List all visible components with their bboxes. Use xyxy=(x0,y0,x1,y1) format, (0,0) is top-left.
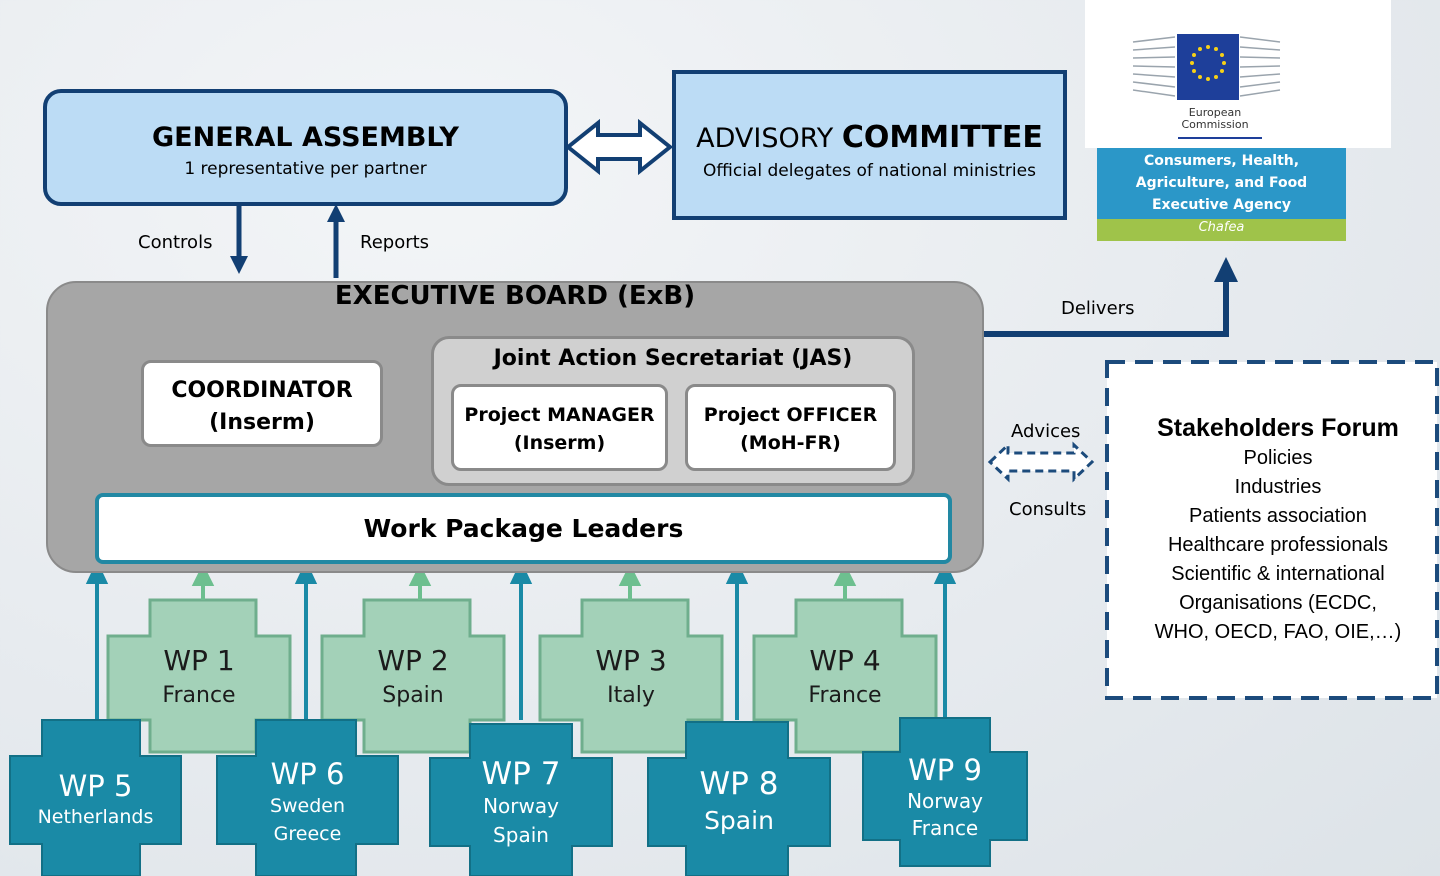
wp4-cross: WP 4 France xyxy=(754,644,936,714)
wp3-country: Italy xyxy=(607,683,655,708)
chafea-band xyxy=(1097,219,1346,241)
stakeholders-title: Stakeholders Forum xyxy=(1157,414,1399,442)
general-assembly-box: GENERAL ASSEMBLY 1 representative per pa… xyxy=(43,89,568,206)
advices-consults-arrow xyxy=(987,441,1095,483)
wp4-label: WP 4 xyxy=(809,644,881,677)
wp9-label: WP 9 xyxy=(908,753,982,787)
advisory-title-part1: ADVISORY xyxy=(696,123,842,154)
wp6-label: WP 6 xyxy=(270,757,345,791)
wp4-country: France xyxy=(808,683,882,708)
wp2-country: Spain xyxy=(382,683,444,708)
wp5-country: Netherlands xyxy=(37,806,154,828)
green-arrows xyxy=(191,563,857,600)
stakeholder-item: Policies xyxy=(1243,447,1313,469)
wp3-cross: WP 3 Italy xyxy=(540,644,722,714)
stakeholders-forum: Stakeholders Forum Policies Industries P… xyxy=(1112,412,1440,647)
project-manager-line2: (Inserm) xyxy=(513,432,606,454)
wp8-country: Spain xyxy=(704,806,774,835)
advisory-committee-subtitle: Official delegates of national ministrie… xyxy=(703,161,1036,181)
wp2-cross: WP 2 Spain xyxy=(322,644,504,714)
blue-crosses xyxy=(9,717,1028,876)
stakeholder-item: Patients association xyxy=(1189,505,1367,527)
advisory-title-part2: COMMITTEE xyxy=(841,120,1043,155)
wp5-label: WP 5 xyxy=(58,769,133,803)
advisory-committee-box: ADVISORY COMMITTEE Official delegates of… xyxy=(672,70,1067,220)
stakeholder-item: Industries xyxy=(1234,476,1322,498)
ec-logo-line1-front: European xyxy=(1188,106,1242,119)
advices-label: Advices xyxy=(1011,421,1081,442)
wp7-country-2: Spain xyxy=(493,823,549,847)
wp8-cross: WP 8 Spain xyxy=(648,765,830,839)
wp7-label: WP 7 xyxy=(481,756,561,792)
wp6-country-1: Sweden xyxy=(269,795,346,817)
chafea-text: Consumers, Health, Agriculture, and Food… xyxy=(1097,150,1346,216)
stakeholder-item: WHO, OECD, FAO, OIE,…) xyxy=(1154,621,1402,643)
stakeholder-item: Organisations (ECDC, xyxy=(1179,592,1377,614)
delivers-label: Delivers xyxy=(1061,298,1135,319)
delivers-arrow xyxy=(984,257,1238,337)
project-manager-box: Project MANAGER (Inserm) xyxy=(451,384,668,471)
wp1-label: WP 1 xyxy=(163,644,235,677)
general-assembly-subtitle: 1 representative per partner xyxy=(184,159,427,179)
controls-arrow xyxy=(230,206,248,274)
chafea-line3: Executive Agency xyxy=(1151,197,1292,213)
coordinator-box: COORDINATOR (Inserm) xyxy=(141,360,383,447)
wp1-cross: WP 1 France xyxy=(108,644,290,714)
wp2-label: WP 2 xyxy=(377,644,449,677)
project-officer-box: Project OFFICER (MoH-FR) xyxy=(685,384,896,471)
eu-flag-icon xyxy=(1177,34,1239,100)
project-officer-line2: (MoH-FR) xyxy=(740,432,841,454)
wp1-country: France xyxy=(162,683,236,708)
project-manager-line1: Project MANAGER xyxy=(464,404,655,426)
wp7-cross: WP 7 Norway Spain xyxy=(430,756,612,850)
wp9-cross: WP 9 Norway France xyxy=(863,752,1027,842)
wp9-country-2: France xyxy=(911,816,979,840)
general-assembly-title: GENERAL ASSEMBLY xyxy=(152,122,459,153)
wp5-cross: WP 5 Netherlands xyxy=(10,768,181,830)
chafea-line1: Consumers, Health, xyxy=(1143,153,1300,169)
stakeholders-box-border xyxy=(1105,360,1439,700)
ec-logo-overlay xyxy=(1132,34,1281,139)
wp3-label: WP 3 xyxy=(595,644,667,677)
coordinator-line2: (Inserm) xyxy=(209,410,315,435)
double-arrow xyxy=(564,118,674,176)
wp6-cross: WP 6 Sweden Greece xyxy=(217,756,398,848)
wp-leader-lines xyxy=(85,560,957,720)
consults-label: Consults xyxy=(1009,499,1087,520)
chafea-subtitle: Chafea xyxy=(1198,220,1245,235)
coordinator-line1: COORDINATOR xyxy=(171,378,353,403)
controls-label: Controls xyxy=(138,232,213,253)
reports-label: Reports xyxy=(360,232,430,253)
ec-logo-line2-front: Commission xyxy=(1181,118,1249,131)
stakeholder-item: Healthcare professionals xyxy=(1167,534,1389,556)
wp7-country-1: Norway xyxy=(483,794,559,818)
executive-board-title: EXECUTIVE BOARD (ExB) xyxy=(334,281,696,311)
advisory-committee-title: ADVISORY COMMITTEE xyxy=(676,120,1063,155)
stakeholder-item: Scientific & international xyxy=(1171,563,1385,585)
project-officer-line1: Project OFFICER xyxy=(703,404,878,426)
reports-arrow xyxy=(327,204,345,278)
wp9-country-1: Norway xyxy=(907,789,983,813)
chafea-line2: Agriculture, and Food xyxy=(1135,175,1308,191)
wp8-label: WP 8 xyxy=(699,766,779,802)
jas-title: Joint Action Secretariat (JAS) xyxy=(493,346,853,371)
ec-logo-text-front: European Commission xyxy=(1150,107,1280,131)
work-package-leaders-box: Work Package Leaders xyxy=(95,493,952,564)
wp6-country-2: Greece xyxy=(273,823,342,845)
green-crosses xyxy=(106,598,938,754)
